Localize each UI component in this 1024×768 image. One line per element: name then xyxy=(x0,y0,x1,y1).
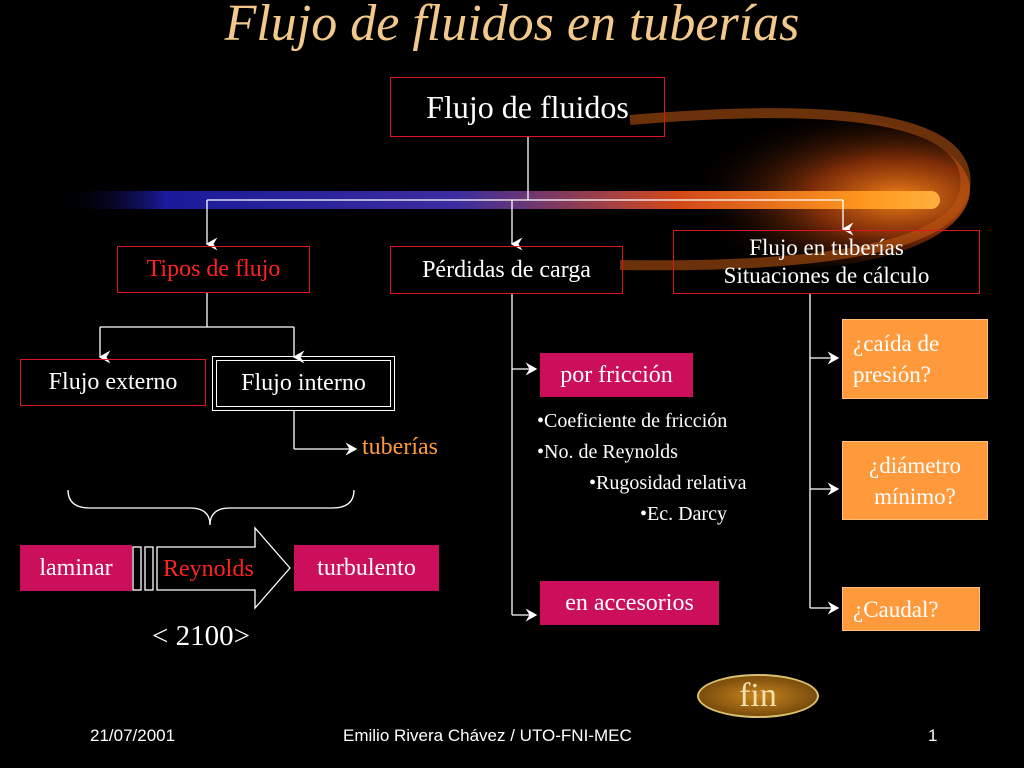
node-turbulento: turbulento xyxy=(294,545,439,591)
node-label-line2: mínimo? xyxy=(874,484,956,510)
node-label: laminar xyxy=(39,554,113,581)
footer-page-number: 1 xyxy=(928,726,938,745)
node-label: Flujo de fluidos xyxy=(426,88,629,125)
node-caudal: ¿Caudal? xyxy=(842,587,980,631)
node-label: por fricción xyxy=(560,361,673,388)
node-label: Flujo interno xyxy=(241,370,366,396)
node-label-line1: ¿diámetro xyxy=(869,453,961,478)
node-label: turbulento xyxy=(317,554,416,581)
node-flujo-de-fluidos: Flujo de fluidos xyxy=(390,77,665,137)
curly-brace xyxy=(67,489,355,526)
node-caida-de-presion: ¿caída de presión? xyxy=(842,319,988,399)
node-label: Flujo externo xyxy=(48,369,178,396)
node-flujo-externo: Flujo externo xyxy=(20,359,206,406)
node-label-line1: Flujo en tuberías xyxy=(749,235,904,261)
node-por-friccion: por fricción xyxy=(540,353,693,397)
fin-button[interactable]: fin xyxy=(697,674,819,718)
label-tuberias: tuberías xyxy=(362,434,438,460)
bullet-rugosidad: •Rugosidad relativa xyxy=(589,472,747,494)
footer-author: Emilio Rivera Chávez / UTO-FNI-MEC xyxy=(343,726,632,745)
label-reynolds: Reynolds xyxy=(163,556,254,582)
node-label: ¿Caudal? xyxy=(853,597,939,622)
slide-title: Flujo de fluidos en tuberías xyxy=(224,0,800,52)
bullet-reynolds: •No. de Reynolds xyxy=(537,441,678,463)
node-diametro-minimo: ¿diámetro mínimo? xyxy=(842,441,988,520)
node-label-line2: presión? xyxy=(853,362,931,388)
node-en-accesorios: en accesorios xyxy=(540,581,719,625)
decorative-glow xyxy=(610,112,970,268)
node-flujo-en-tuberias: Flujo en tuberías Situaciones de cálculo xyxy=(673,230,980,294)
node-laminar: laminar xyxy=(20,545,132,591)
node-label-line1: ¿caída de xyxy=(853,331,940,356)
reynolds-arrow xyxy=(132,526,291,610)
node-label: en accesorios xyxy=(565,589,694,616)
bullet-darcy: •Ec. Darcy xyxy=(640,503,727,525)
node-label-line2: Situaciones de cálculo xyxy=(723,263,930,288)
node-flujo-interno: Flujo interno xyxy=(212,356,395,411)
reynolds-limit: < 2100> xyxy=(152,620,250,652)
footer-date: 21/07/2001 xyxy=(90,726,176,745)
fin-button-label: fin xyxy=(739,677,777,714)
decorative-swoosh xyxy=(619,108,971,271)
node-perdidas-de-carga: Pérdidas de carga xyxy=(390,246,623,294)
node-tipos-de-flujo: Tipos de flujo xyxy=(117,246,310,293)
node-label: Pérdidas de carga xyxy=(422,256,591,283)
node-label: Tipos de flujo xyxy=(146,256,281,283)
bullet-coeficiente: •Coeficiente de fricción xyxy=(537,410,728,432)
